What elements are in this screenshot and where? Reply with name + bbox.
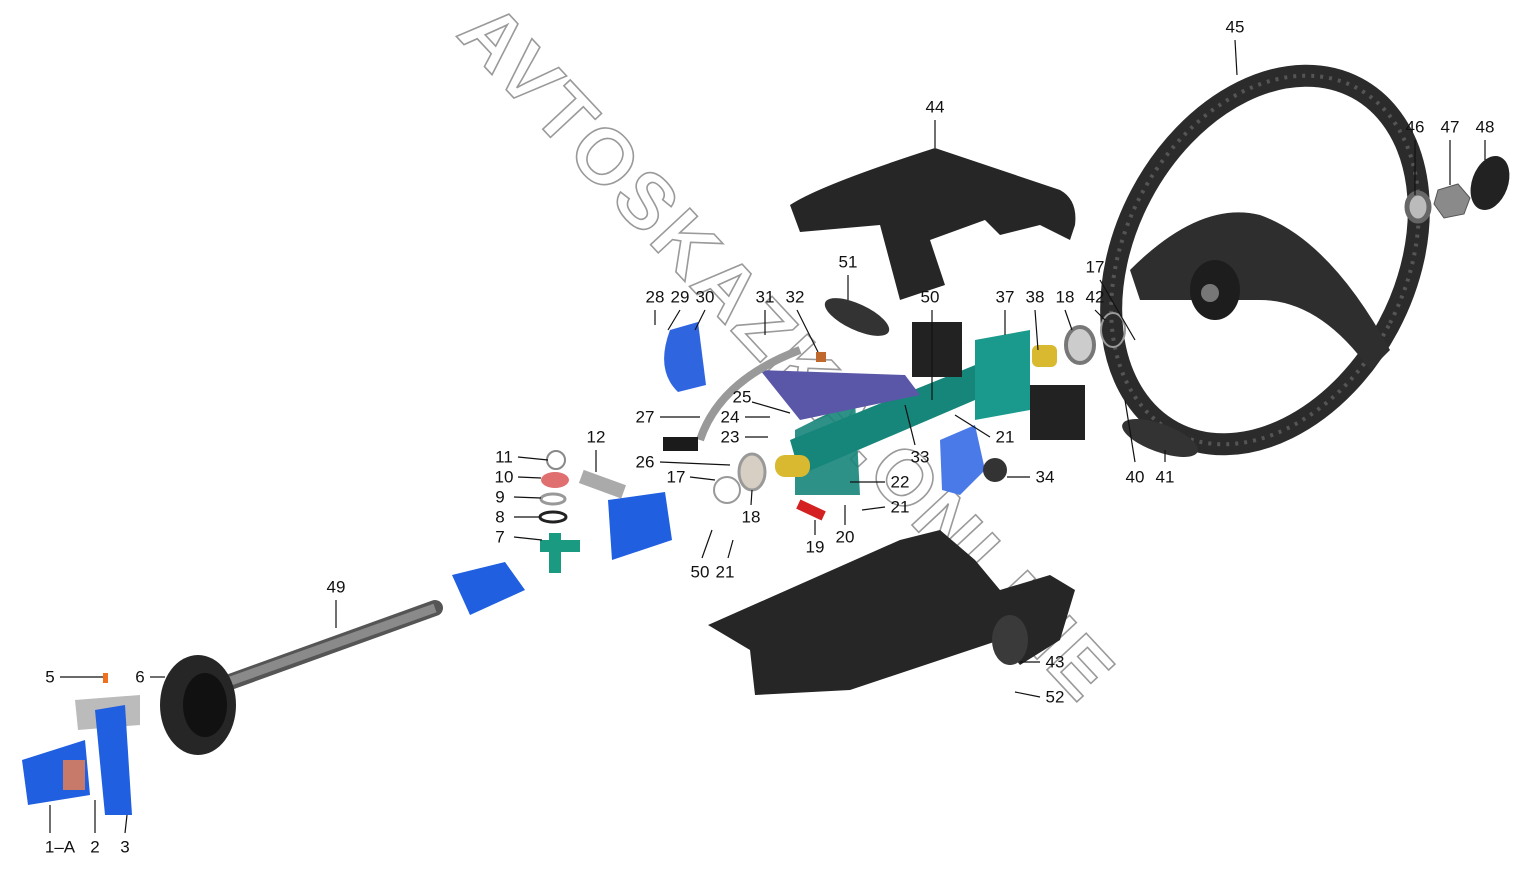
cross-7	[540, 533, 580, 573]
callout-41: 41	[1156, 468, 1175, 487]
callout-47: 47	[1441, 118, 1460, 137]
steering-column-tube	[760, 312, 1126, 495]
nut-47	[1433, 183, 1471, 219]
callout-46: 46	[1406, 118, 1425, 137]
column-cover-upper	[790, 148, 1076, 300]
callout-21: 21	[891, 498, 910, 517]
bracket-34	[940, 425, 985, 495]
callout-18: 18	[1056, 288, 1075, 307]
callout-32: 32	[786, 288, 805, 307]
wiper-lever-51	[824, 298, 890, 336]
callout-30: 30	[696, 288, 715, 307]
switch-box-left	[912, 322, 962, 377]
callout-19: 19	[806, 538, 825, 557]
callout-50: 50	[921, 288, 940, 307]
yoke-middle	[452, 562, 525, 615]
callout-25: 25	[733, 388, 752, 407]
callout-7: 7	[495, 528, 504, 547]
seal-10	[541, 472, 569, 488]
callout-45: 45	[1226, 18, 1245, 37]
callout-34: 34	[1036, 468, 1055, 487]
callout-40: 40	[1126, 468, 1145, 487]
callout-23: 23	[721, 428, 740, 447]
ring-11	[546, 450, 566, 470]
yoke-upper	[608, 492, 672, 560]
callout-43: 43	[1046, 653, 1065, 672]
washer-46	[1404, 190, 1432, 224]
callout-18: 18	[742, 508, 761, 527]
callout-48: 48	[1476, 118, 1495, 137]
leader-lines	[49, 39, 1486, 834]
pin-5	[103, 673, 108, 683]
steering-wheel	[1100, 64, 1430, 456]
callout-8: 8	[495, 508, 504, 527]
column-cover-lower	[708, 530, 1075, 695]
callout-33: 33	[911, 448, 930, 467]
callout-6: 6	[135, 668, 144, 687]
cross-2	[63, 760, 85, 790]
callout-17: 17	[1086, 258, 1105, 277]
pedal-arm-27	[696, 346, 802, 442]
callout-21: 21	[996, 428, 1015, 447]
callout-38: 38	[1026, 288, 1045, 307]
callout-26: 26	[636, 453, 655, 472]
callout-37: 37	[996, 288, 1015, 307]
callout-31: 31	[756, 288, 775, 307]
bolt-12	[578, 469, 627, 499]
callout-44: 44	[926, 98, 945, 117]
yoke-3	[95, 705, 132, 815]
callout-51: 51	[839, 253, 858, 272]
callout-42: 42	[1086, 288, 1105, 307]
washer-9	[539, 492, 567, 506]
callout-27: 27	[636, 408, 655, 427]
snap-ring-17	[713, 476, 741, 504]
callout-2: 2	[90, 838, 99, 857]
callout-10: 10	[495, 468, 514, 487]
plate-32	[816, 352, 826, 362]
turn-lever-41	[1122, 419, 1198, 457]
callout-12: 12	[587, 428, 606, 447]
pin-19	[796, 499, 826, 521]
callout-22: 22	[891, 473, 910, 492]
callout-11: 11	[495, 448, 513, 467]
callout-21: 21	[716, 563, 735, 582]
horn-cap-48	[1470, 155, 1510, 211]
callout-1-A: 1–A	[45, 838, 76, 857]
callout-49: 49	[327, 578, 346, 597]
callout-3: 3	[120, 838, 129, 857]
bushing-18	[737, 452, 767, 492]
callout-29: 29	[671, 288, 690, 307]
callout-5: 5	[45, 668, 54, 687]
washer-8	[538, 510, 568, 524]
clamp-30	[664, 322, 706, 392]
callout-20: 20	[836, 528, 855, 547]
callout-17: 17	[667, 468, 686, 487]
callout-24: 24	[721, 408, 740, 427]
callout-50: 50	[691, 563, 710, 582]
callout-9: 9	[495, 488, 504, 507]
switch-box-right	[1030, 385, 1085, 440]
callout-52: 52	[1046, 688, 1065, 707]
callout-28: 28	[646, 288, 665, 307]
